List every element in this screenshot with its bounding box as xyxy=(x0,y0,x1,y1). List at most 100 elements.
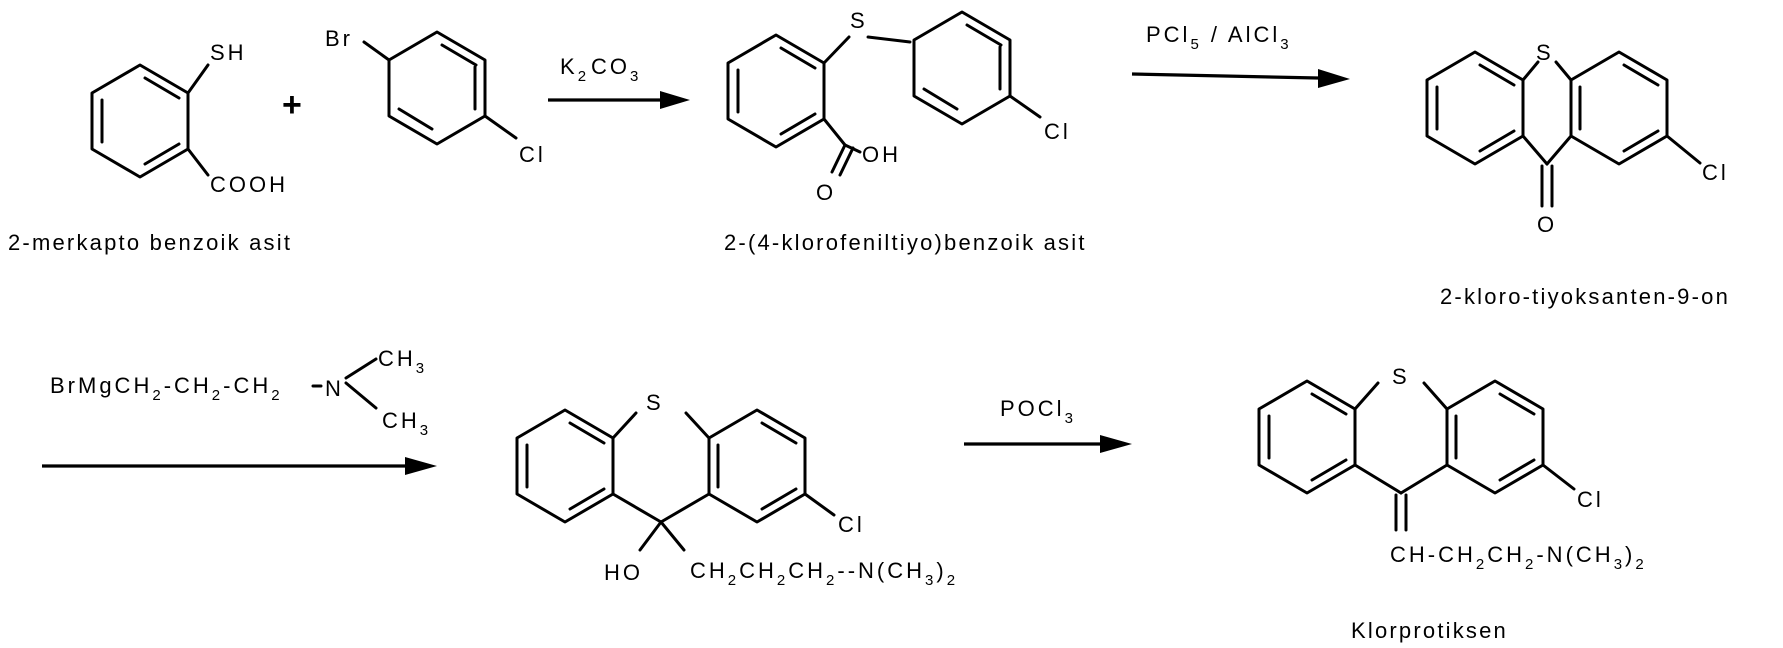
aromatic-double-bond xyxy=(568,487,606,511)
oxygen-label: O xyxy=(1537,212,1557,237)
name-mercaptobenzoic-acid: 2-merkapto benzoik asit xyxy=(8,230,292,255)
aromatic-double-bond xyxy=(1498,392,1536,416)
aromatic-double-bond xyxy=(1622,63,1660,87)
ring-bond xyxy=(1545,134,1573,166)
aromatic-double-bond xyxy=(568,421,606,445)
sulfur-label: S xyxy=(850,8,868,33)
sulfur-label: S xyxy=(646,390,664,415)
mercaptobenzoic-acid-structure: SH COOH xyxy=(90,40,288,197)
carbonyl-double-bond xyxy=(838,146,855,177)
c-cl-bond xyxy=(1665,134,1702,165)
n-ch3-bond xyxy=(344,357,378,380)
benzene-ring-right xyxy=(912,10,1012,126)
benzene-ring xyxy=(90,63,190,179)
aromatic-double-bond xyxy=(922,87,959,111)
methyl-label: CH3 xyxy=(382,408,431,439)
benzene-ring-left xyxy=(1257,379,1357,495)
aromatic-double-bond xyxy=(1478,63,1516,87)
plus-sign: + xyxy=(282,86,302,124)
reagent-pocl3: POCl3 xyxy=(1000,396,1076,427)
carbonyl-bond xyxy=(830,143,847,174)
aromatic-double-bond xyxy=(1622,129,1660,153)
c-c-bond xyxy=(822,117,847,147)
aromatic-double-bond xyxy=(760,487,798,511)
c-cl-bond xyxy=(1541,463,1576,491)
chlorophenylthio-benzoic-acid-structure: S Cl O OH xyxy=(726,8,1071,205)
side-chain-label: CH2CH2CH2--N(CH3)2 xyxy=(690,558,958,589)
sulfur-label: S xyxy=(1536,40,1554,65)
hydroxyl-label: HO xyxy=(604,560,643,585)
benzene-ring-left xyxy=(726,33,826,149)
carbinol-intermediate-structure: S HO CH2CH2CH2--N(CH3)2 Cl xyxy=(515,390,958,589)
c-cooh-bond xyxy=(186,147,210,177)
chlorine-label: Cl xyxy=(1577,487,1604,512)
reaction-arrow-1: K2CO3 xyxy=(548,54,690,109)
c-s-bond xyxy=(186,63,210,95)
aromatic-double-bond xyxy=(1498,458,1536,482)
ring-bond xyxy=(1353,463,1403,495)
aromatic-double-bond xyxy=(1310,392,1348,416)
reaction-arrow-4: POCl3 xyxy=(964,396,1132,453)
ring-bond xyxy=(1521,134,1549,166)
aromatic-double-bond xyxy=(760,421,798,445)
aromatic-double-bond xyxy=(779,46,817,70)
c-chain-bond xyxy=(659,520,686,552)
reagent-grignard-chain: BrMgCH2-CH2-CH2 xyxy=(50,373,283,404)
c-s-bond xyxy=(1353,381,1380,411)
carboxyl-label: COOH xyxy=(210,172,288,197)
methyl-label: CH3 xyxy=(378,346,427,377)
benzene-ring-right xyxy=(707,408,807,524)
n-ch3-bond xyxy=(344,381,378,410)
thioxanthenone-structure: S O Cl xyxy=(1425,40,1729,237)
chlorine-label: Cl xyxy=(838,512,865,537)
ring-bond xyxy=(659,492,711,524)
c-oh-bond xyxy=(843,143,862,154)
c-s-bond xyxy=(822,35,851,65)
side-chain-label: CH-CH2CH2-N(CH3)2 xyxy=(1390,542,1647,573)
c-s-bond xyxy=(1521,60,1540,82)
reaction-arrow-3 xyxy=(42,457,437,475)
c-cl-bond xyxy=(803,492,836,517)
benzene-ring-right xyxy=(1445,379,1545,495)
aromatic-double-bond xyxy=(397,107,434,131)
s-c-bond xyxy=(1554,60,1573,82)
chlorine-label: Cl xyxy=(519,142,546,167)
hydroxyl-label: OH xyxy=(862,142,901,167)
grignard-reagent: BrMgCH2-CH2-CH2 N CH3 CH3 xyxy=(50,346,431,439)
reagent-k2co3: K2CO3 xyxy=(560,54,641,85)
s-c-bond xyxy=(1422,381,1449,411)
sulfur-label: S xyxy=(1392,364,1410,389)
chlorine-label: Cl xyxy=(1702,160,1729,185)
oxygen-label: O xyxy=(816,180,836,205)
benzene-ring-right xyxy=(1569,50,1669,166)
aromatic-double-bond xyxy=(1310,458,1348,482)
aromatic-double-bond xyxy=(440,43,478,67)
c-s-bond xyxy=(611,411,638,440)
aromatic-double-bond xyxy=(779,112,817,136)
c-br-bond xyxy=(362,40,391,62)
reagent-pcl5-alcl3: PCl5 / AlCl3 xyxy=(1146,22,1292,53)
chlorine-label: Cl xyxy=(1044,119,1071,144)
c-oh-bond xyxy=(638,520,663,552)
benzene-ring xyxy=(387,30,487,146)
aromatic-double-bond xyxy=(965,23,1003,47)
aromatic-double-bond xyxy=(143,76,181,100)
reaction-arrow-2: PCl5 / AlCl3 xyxy=(1131,22,1350,88)
benzene-ring-left xyxy=(1425,50,1525,166)
name-chlorophenylthio-benzoic-acid: 2-(4-klorofeniltiyo)benzoik asit xyxy=(724,230,1087,255)
name-chlorprothixene: Klorprotiksen xyxy=(1351,618,1508,643)
bromochlorobenzene-structure: Br Cl xyxy=(325,26,546,167)
benzene-ring-left xyxy=(515,408,615,524)
aromatic-double-bond xyxy=(143,142,181,166)
aromatic-double-bond xyxy=(1478,129,1516,153)
bromine-label: Br xyxy=(325,26,353,51)
s-c-bond xyxy=(866,35,912,44)
thiol-label: SH xyxy=(210,40,247,65)
chlorprothixene-structure: S CH-CH2CH2-N(CH3)2 Cl xyxy=(1257,364,1647,573)
nitrogen-label: N xyxy=(325,376,344,401)
ring-bond xyxy=(1399,463,1449,495)
s-c-bond xyxy=(684,411,711,440)
c-cl-bond xyxy=(483,114,518,140)
c-cl-bond xyxy=(1008,94,1042,119)
